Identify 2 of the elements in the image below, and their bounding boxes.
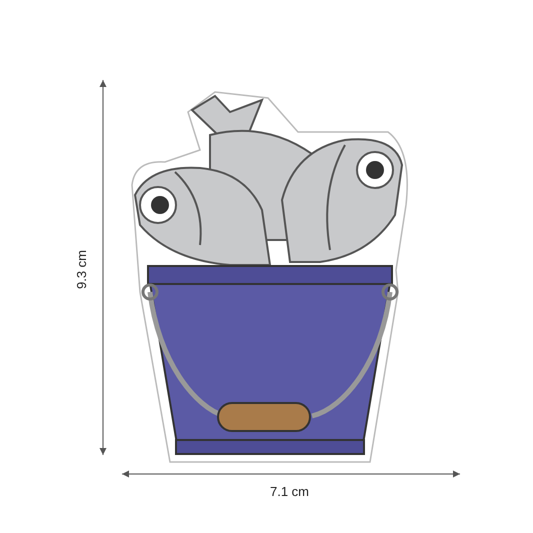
dimension-label: 9.3 cm [74, 250, 89, 289]
dimension-label: 7.1 cm [270, 484, 310, 499]
